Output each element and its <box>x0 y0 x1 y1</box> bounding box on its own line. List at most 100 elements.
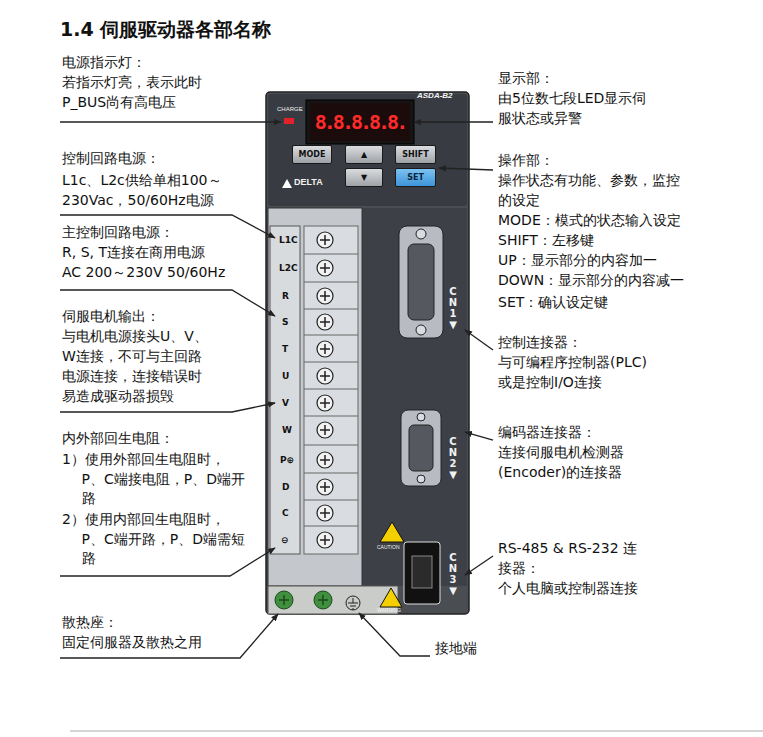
cn2-screw <box>417 475 425 483</box>
leader-lines <box>60 122 493 658</box>
title: 1.4 伺服驱动器各部名称 <box>60 16 271 42</box>
cn1-screw <box>416 325 426 335</box>
terminal-label-strip <box>270 226 300 554</box>
panel-button: SET <box>395 168 436 187</box>
callout-heading: 电源指示灯： <box>62 52 146 72</box>
top-panel <box>268 94 467 206</box>
callout-text: 与电机电源接头U、V、W连接，不可与主回路电源连接，连接错误时易造成驱动器损毁 <box>62 326 212 406</box>
callout-text: R, S, T连接在商用电源 AC 200～230V 50/60Hz <box>62 242 227 282</box>
delta-logo-mark <box>282 179 292 188</box>
housing <box>266 92 469 614</box>
caution-icon <box>380 522 404 542</box>
cn2-connector <box>401 410 441 486</box>
button-label: SHIFT <box>402 150 428 159</box>
callout-text: 操作状态有功能、参数，监控的设定 <box>498 170 688 210</box>
ground-symbol <box>346 596 360 610</box>
callout-text: MODE：模式的状态输入设定 <box>498 210 681 230</box>
display-bezel <box>306 100 414 144</box>
callout-heading: 伺服电机输出： <box>62 306 160 326</box>
terminal-name: ⊖ <box>281 534 289 546</box>
terminal-name: W <box>282 424 292 436</box>
ground-symbol-lines <box>348 598 358 609</box>
right-panel <box>362 208 467 586</box>
terminal-name: L1C <box>279 234 298 246</box>
barrier <box>304 362 358 363</box>
cn3-socket <box>412 556 432 588</box>
warning-icon <box>380 588 402 607</box>
panel-marking: CHARGE <box>277 106 303 113</box>
callout-heading: RS-485 & RS-232 连接器： <box>498 538 648 578</box>
panel-button: ▼ <box>345 168 383 187</box>
barrier <box>304 445 358 446</box>
button-label: ▲ <box>361 150 367 159</box>
terminal-barriers <box>304 254 358 526</box>
screw-slot <box>279 595 328 605</box>
leader-line <box>60 403 275 412</box>
callout-text: UP：显示部分的内容加一 <box>498 250 657 270</box>
panel-button: ▲ <box>345 145 383 164</box>
barrier <box>304 335 358 336</box>
screw-slots <box>320 235 330 545</box>
connector-name: CN1▼ <box>448 286 458 330</box>
barrier <box>304 416 358 417</box>
callout-text: 1）使用外部回生电阻时，P、C端接电阻，P、D端开路 <box>62 450 247 509</box>
callout-text: DOWN：显示部分的内容减一 <box>498 270 684 290</box>
part-label: 接地端 <box>435 638 477 658</box>
terminal-name: V <box>282 397 289 409</box>
model-name: ASDA-B2 <box>417 92 453 101</box>
callout-text: 若指示灯亮，表示此时P_BUS尚有高电压 <box>62 72 212 112</box>
terminal-name: L2C <box>279 262 298 274</box>
brand-logo-text: DELTA <box>294 178 323 188</box>
leader-line <box>465 330 493 350</box>
screw-slot <box>320 235 330 545</box>
led-display: 8.8.8.8.8. <box>310 103 410 141</box>
cn3-connector <box>404 542 440 604</box>
terminal-cover <box>304 226 358 554</box>
charge-led <box>284 118 294 124</box>
leader-line <box>465 556 493 575</box>
callout-heading: 操作部： <box>498 150 554 170</box>
connector-name: CN3▼ <box>448 552 458 596</box>
callout-heading: 控制连接器： <box>498 332 582 352</box>
footer-rule <box>70 731 763 732</box>
barrier <box>304 526 358 527</box>
terminal-name: D <box>282 481 289 493</box>
callout-heading: 编码器连接器： <box>498 422 596 442</box>
callout-text: 连接伺服电机检测器(Encoder)的连接器 <box>498 442 658 482</box>
terminal-name: S <box>282 316 288 328</box>
callout-text: SET：确认设定键 <box>498 292 608 312</box>
terminal-name: U <box>282 370 289 382</box>
terminal-name: R <box>282 290 289 302</box>
leader-line <box>439 168 493 170</box>
leader-line <box>60 121 281 122</box>
callout-text: 2）使用内部回生电阻时，P、C端开路，P、D端需短路 <box>62 510 247 569</box>
warning-marking: WARNING <box>377 608 401 614</box>
terminal-block <box>268 208 362 586</box>
button-label: ▼ <box>361 173 367 182</box>
callout-heading: 控制回路电源： <box>62 148 160 168</box>
callout-heading: 显示部： <box>498 68 554 88</box>
cn2-pins <box>409 425 433 471</box>
barrier <box>304 309 358 310</box>
barrier <box>304 473 358 474</box>
callout-text: 由5位数七段LED显示伺服状态或异警 <box>498 88 658 128</box>
cn2-screw <box>417 413 425 421</box>
cn1-connector <box>399 226 443 338</box>
callout-text: 固定伺服器及散热之用 <box>62 632 202 652</box>
barrier <box>304 500 358 501</box>
cn1-pins <box>408 244 434 320</box>
callout-heading: 内外部回生电阻： <box>62 428 174 448</box>
panel-button: MODE <box>292 145 332 164</box>
callout-text: 与可编程序控制器(PLC)或是控制I/O连接 <box>498 352 658 392</box>
callout-heading: 主控制回路电源： <box>62 222 174 242</box>
connector-name: CN2▼ <box>448 436 458 480</box>
button-label: MODE <box>299 150 326 159</box>
display-digits: 8.8.8.8.8. <box>315 110 405 134</box>
callout-text: SHIFT：左移键 <box>498 230 594 250</box>
terminal-screws <box>317 232 333 548</box>
leader-line <box>414 121 493 122</box>
terminal-name: C <box>282 507 289 519</box>
terminal-name: P⊕ <box>280 454 294 466</box>
warning-marking: CAUTION <box>377 545 400 551</box>
